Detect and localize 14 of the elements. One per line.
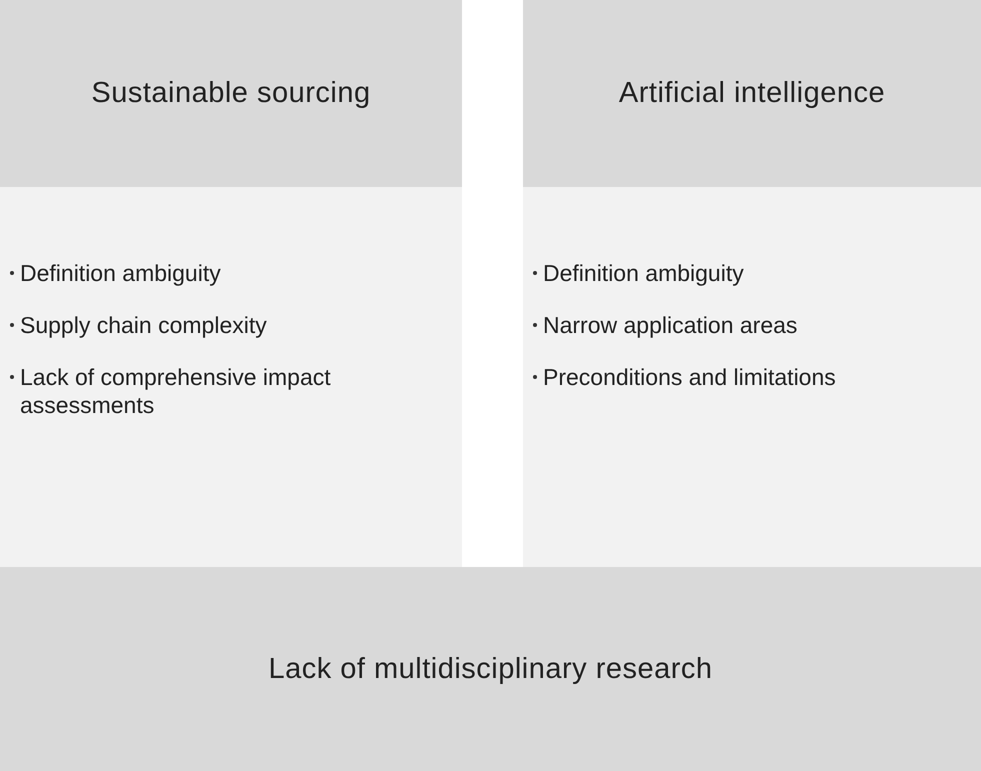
list-item-text: Lack of comprehensive impact assessments (20, 363, 332, 419)
heading-text: Sustainable sourcing (91, 77, 371, 110)
list-item-text: Narrow application areas (543, 311, 798, 339)
header-panel (523, 0, 981, 187)
header-panel (0, 0, 462, 187)
list-panel (0, 187, 462, 567)
list-item-text: Definition ambiguity (543, 259, 744, 287)
heading-text: Lack of multidisciplinary research (268, 652, 713, 686)
heading-text: Artificial intelligence (618, 77, 886, 110)
list-panel (523, 187, 981, 567)
list-item-text: Definition ambiguity (20, 259, 221, 287)
header-panel (0, 567, 981, 771)
list-item-text: Supply chain complexity (20, 311, 267, 339)
list-item-text: Preconditions and limitations (543, 363, 836, 391)
